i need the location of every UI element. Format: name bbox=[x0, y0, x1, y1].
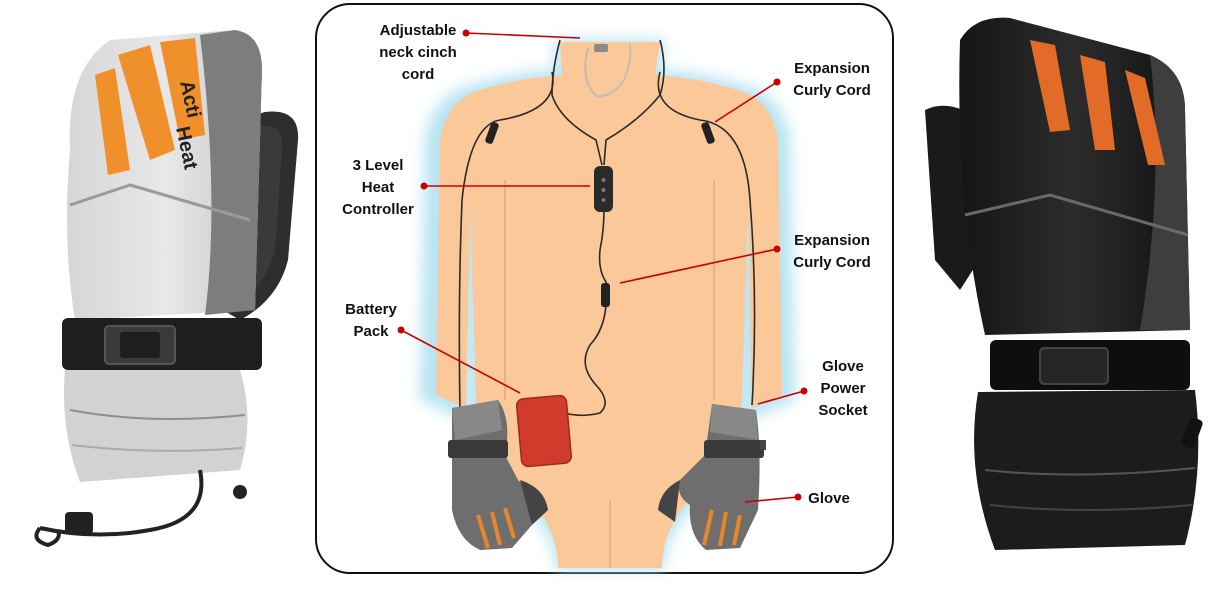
label-battery-pack: Battery Pack bbox=[345, 301, 397, 340]
leader-lines bbox=[400, 32, 805, 503]
battery-pack bbox=[515, 394, 573, 468]
label-glove: Glove bbox=[808, 490, 850, 507]
left-glove-image bbox=[34, 30, 299, 548]
right-glove-image bbox=[925, 17, 1203, 550]
wiring-harness bbox=[458, 39, 756, 417]
left-curly-cord bbox=[485, 122, 499, 144]
label-expansion-curly-cord-upper: Expansion Curly Cord bbox=[793, 60, 871, 99]
label-neck-cinch-cord: Adjustable neck cinch cord bbox=[379, 22, 457, 83]
right-hand-glove bbox=[658, 404, 766, 550]
label-heat-controller: 3 Level Heat Controller bbox=[342, 157, 414, 218]
label-expansion-curly-cord-lower: Expansion Curly Cord bbox=[793, 232, 871, 271]
right-curly-cord bbox=[701, 122, 715, 144]
label-glove-power-socket: Glove Power Socket bbox=[818, 358, 868, 419]
center-curly-cord bbox=[601, 283, 610, 307]
leader-dots bbox=[397, 29, 808, 501]
left-hand-glove bbox=[448, 400, 548, 550]
neck-cinch-slider bbox=[594, 44, 608, 52]
